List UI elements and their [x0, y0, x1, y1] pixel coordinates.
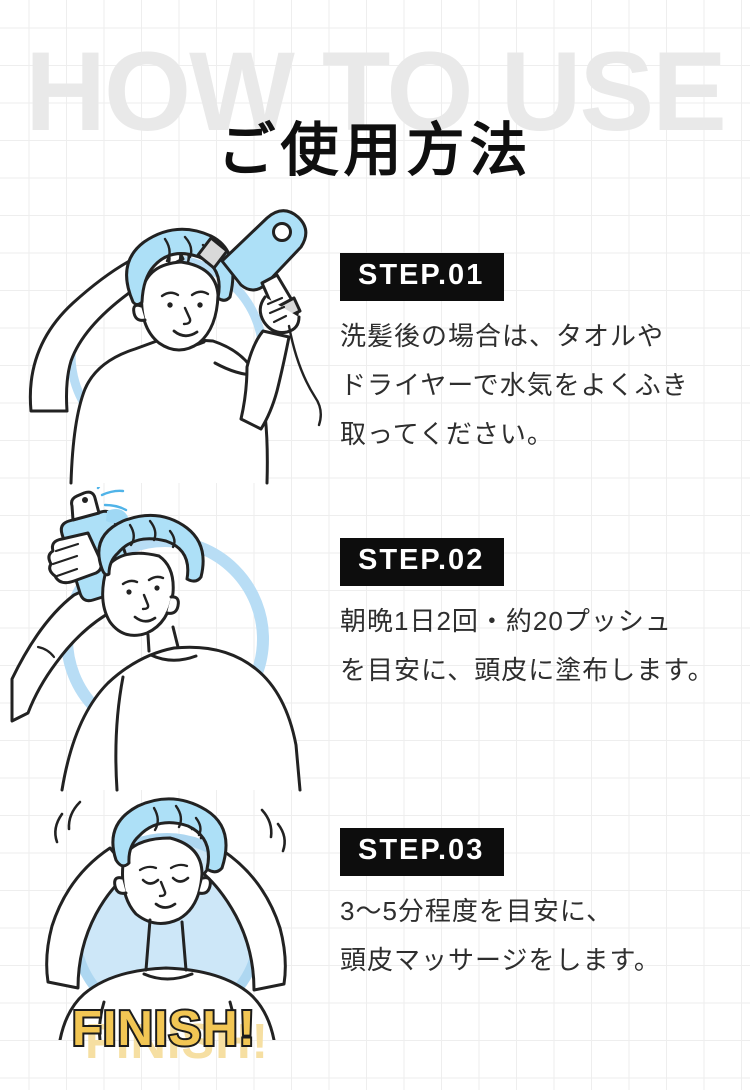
man-figure	[10, 579, 302, 792]
step-1-description: 洗髪後の場合は、タオルや ドライヤーで水気をよくふき 取ってください。	[340, 312, 750, 459]
finish-stamp-shadow: FINISH!	[85, 1015, 269, 1069]
step-1-line-2: ドライヤーで水気をよくふき	[340, 370, 689, 400]
watermark-text: HOW TO USE	[25, 29, 727, 154]
step-3-line-1: 3〜5分程度を目安に、	[340, 896, 614, 926]
hairdryer-icon	[196, 209, 322, 427]
step-3-badge: STEP.03	[340, 828, 505, 876]
step-1-line-3: 取ってください。	[340, 419, 554, 449]
step-3-section: STEP.03 3〜5分程度を目安に、 頭皮マッサージをします。	[340, 828, 750, 985]
step-3-description: 3〜5分程度を目安に、 頭皮マッサージをします。	[340, 887, 750, 985]
step-1-line-1: 洗髪後の場合は、タオルや	[340, 321, 665, 351]
step-2-line-1: 朝晩1日2回・約20プッシュ	[340, 606, 672, 636]
step-1-illustration-man-drying-hair	[28, 209, 322, 485]
step-3-illustration-man-massaging	[45, 797, 287, 1040]
step-1-section: STEP.01 洗髪後の場合は、タオルや ドライヤーで水気をよくふき 取ってくだ…	[340, 253, 750, 459]
step-2-line-2: を目安に、頭皮に塗布します。	[340, 655, 715, 685]
step-2-description: 朝晩1日2回・約20プッシュ を目安に、頭皮に塗布します。	[340, 597, 750, 695]
finish-stamp: FINISH! FINISH!	[70, 1000, 268, 1069]
man-face-and-hand	[47, 513, 205, 653]
motion-arcs-icon	[54, 800, 286, 853]
man-figure	[45, 797, 287, 1040]
step-2-badge: STEP.02	[340, 538, 505, 586]
page-title: ご使用方法	[217, 117, 533, 183]
finish-stamp-label: FINISH!	[70, 1000, 257, 1058]
step-2-section: STEP.02 朝晩1日2回・約20プッシュ を目安に、頭皮に塗布します。	[340, 538, 750, 695]
step-3-line-2: 頭皮マッサージをします。	[340, 945, 661, 975]
step-1-badge: STEP.01	[340, 253, 505, 301]
step-2-illustration-man-spraying	[10, 487, 302, 792]
man-figure	[28, 227, 291, 485]
